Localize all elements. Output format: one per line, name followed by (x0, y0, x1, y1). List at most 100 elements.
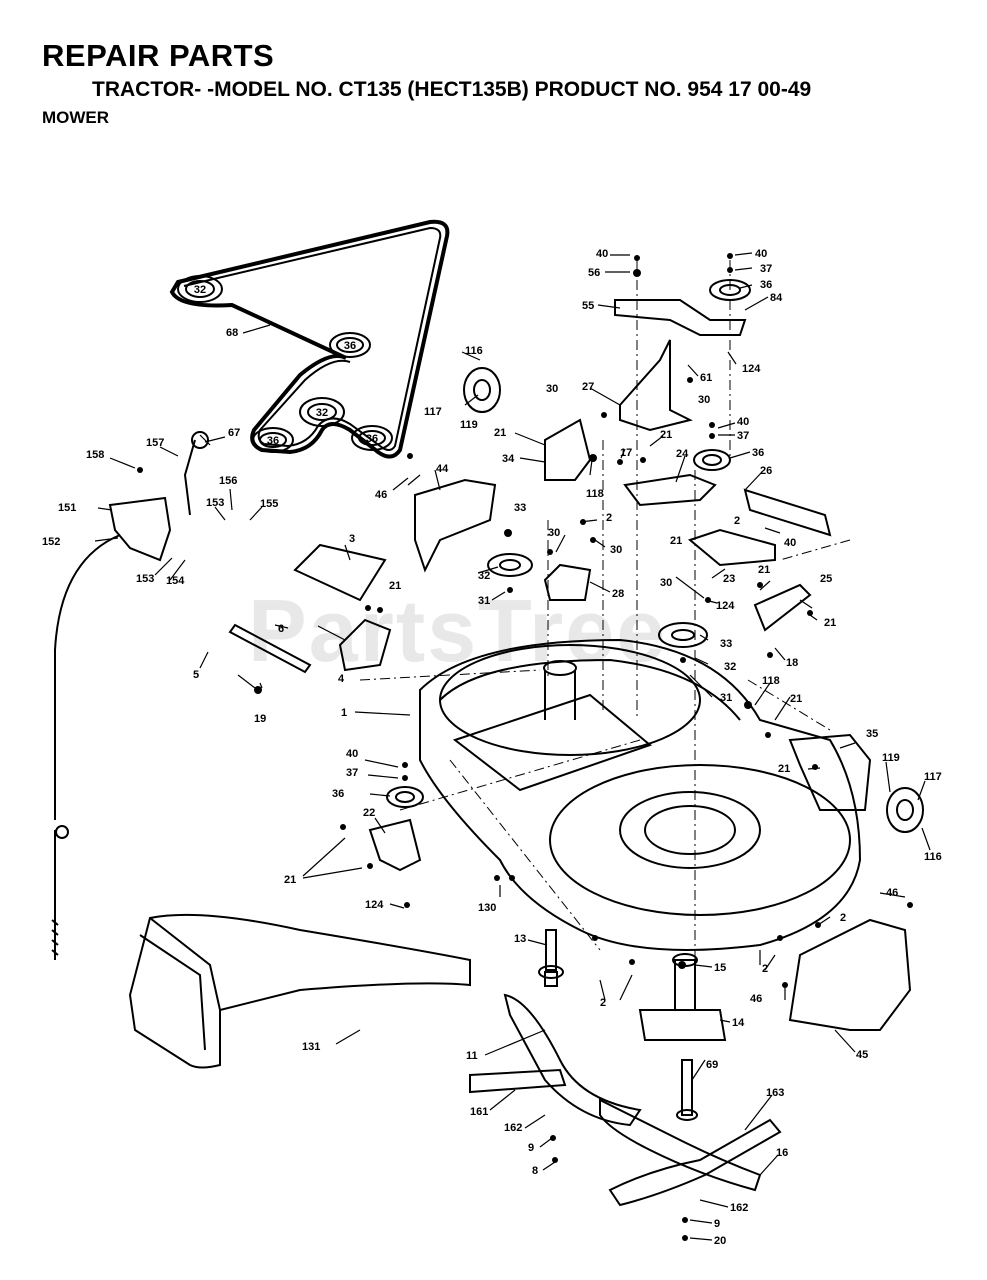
callout-116-left: 116 (465, 345, 483, 357)
section-title: MOWER (42, 108, 110, 127)
callout-161: 161 (470, 1106, 488, 1118)
belt-pulley-label: 32 (316, 407, 328, 419)
callout-46-upper: 46 (375, 489, 387, 501)
callout-2-b: 2 (734, 515, 740, 527)
callout-14: 14 (732, 1017, 745, 1029)
callout-28: 28 (612, 588, 624, 600)
callout-32-b: 32 (724, 661, 736, 673)
callout-34: 34 (502, 453, 515, 465)
callout-4: 4 (338, 673, 345, 685)
callout-131: 131 (302, 1041, 320, 1053)
bracket-34 (544, 418, 592, 481)
callout-162-right: 162 (730, 1202, 748, 1214)
callout-21-d: 21 (494, 427, 506, 439)
callout-30-a: 30 (698, 394, 710, 406)
hardware-fasteners (137, 253, 913, 1241)
callout-33-a: 33 (514, 502, 526, 514)
callout-9-right: 9 (714, 1218, 720, 1230)
callout-124-mid: 124 (716, 600, 735, 612)
callout-163: 163 (766, 1087, 784, 1099)
assembly-centerlines (359, 260, 851, 980)
bracket-28 (543, 563, 592, 601)
belt-pulley-label: 36 (267, 435, 279, 447)
bracket-23 (687, 528, 776, 567)
callout-8: 8 (532, 1165, 538, 1177)
callout-46-right: 46 (886, 887, 898, 899)
callout-162-left: 162 (504, 1122, 522, 1134)
watermark: PartsTree (248, 581, 668, 680)
gauge-wheel-117-right (886, 787, 924, 833)
callout-30-c: 30 (548, 527, 560, 539)
callout-30-d: 30 (610, 544, 622, 556)
callout-11: 11 (466, 1050, 478, 1062)
bracket-27 (619, 339, 693, 432)
left-blade (469, 993, 642, 1127)
callout-21-i: 21 (778, 763, 790, 775)
callout-2-a: 2 (606, 512, 612, 524)
callout-151: 151 (58, 502, 76, 514)
right-spindle-housing (638, 953, 727, 1121)
callout-44: 44 (436, 463, 449, 475)
callout-15: 15 (714, 962, 726, 974)
callout-158: 158 (86, 449, 104, 461)
callout-156: 156 (219, 475, 237, 487)
callout-40-b: 40 (755, 248, 767, 260)
bracket-35 (788, 733, 872, 811)
pulley-36-mid (693, 449, 731, 471)
callout-23: 23 (723, 573, 735, 585)
callout-3: 3 (349, 533, 355, 545)
callout-9-left: 9 (528, 1142, 534, 1154)
callout-153-upper: 153 (206, 497, 224, 509)
callout-2-e: 2 (600, 997, 606, 1009)
callout-16: 16 (776, 1147, 788, 1159)
belt-guard-44 (414, 478, 497, 573)
callout-118-right: 118 (762, 675, 780, 687)
callout-40-a: 40 (596, 248, 608, 260)
belt-guard-45 (788, 918, 912, 1031)
callout-2-d: 2 (762, 963, 768, 975)
callout-27: 27 (582, 381, 594, 393)
belt-pulley-label: 32 (194, 284, 206, 296)
callout-21-a: 21 (389, 580, 401, 592)
callout-13: 13 (514, 933, 526, 945)
callout-124-left: 124 (365, 899, 384, 911)
callout-153-lower: 153 (136, 573, 154, 585)
callout-45: 45 (856, 1049, 868, 1061)
callout-117-right: 117 (924, 771, 942, 783)
discharge-chute (128, 913, 471, 1069)
callout-40-left: 40 (346, 748, 358, 760)
callout-5: 5 (193, 669, 199, 681)
callout-84: 84 (770, 292, 783, 304)
callout-24: 24 (676, 448, 689, 460)
callout-18: 18 (786, 657, 798, 669)
callout-26: 26 (760, 465, 772, 477)
callout-37-b: 37 (760, 263, 772, 275)
rod-6 (228, 623, 312, 674)
callout-154: 154 (166, 575, 185, 587)
callout-36-c: 36 (752, 447, 764, 459)
callout-31-b: 31 (720, 692, 732, 704)
callout-30-e: 30 (660, 577, 672, 589)
callout-118-top: 118 (586, 488, 604, 500)
callout-31-a: 31 (478, 595, 490, 607)
bracket-3 (293, 543, 387, 602)
belt-pulley-labels: 32 36 32 36 36 (194, 284, 378, 447)
pulley-32-left (487, 553, 533, 577)
callout-21-g: 21 (824, 617, 836, 629)
callout-68: 68 (226, 327, 238, 339)
cable-152 (51, 534, 121, 960)
callout-32-a: 32 (478, 570, 490, 582)
pulley-32-top (177, 275, 223, 303)
callout-20: 20 (714, 1235, 726, 1247)
callout-17: 17 (620, 447, 632, 459)
mower-belt (169, 219, 450, 459)
callout-30-b: 30 (546, 383, 558, 395)
belt-pulley-label: 36 (366, 433, 378, 445)
callout-67: 67 (228, 427, 240, 439)
bracket-25 (753, 583, 812, 632)
callout-40-c: 40 (737, 416, 749, 428)
pulley-36-a (329, 332, 371, 358)
callout-1: 1 (341, 707, 347, 719)
callout-21-f: 21 (758, 564, 770, 576)
